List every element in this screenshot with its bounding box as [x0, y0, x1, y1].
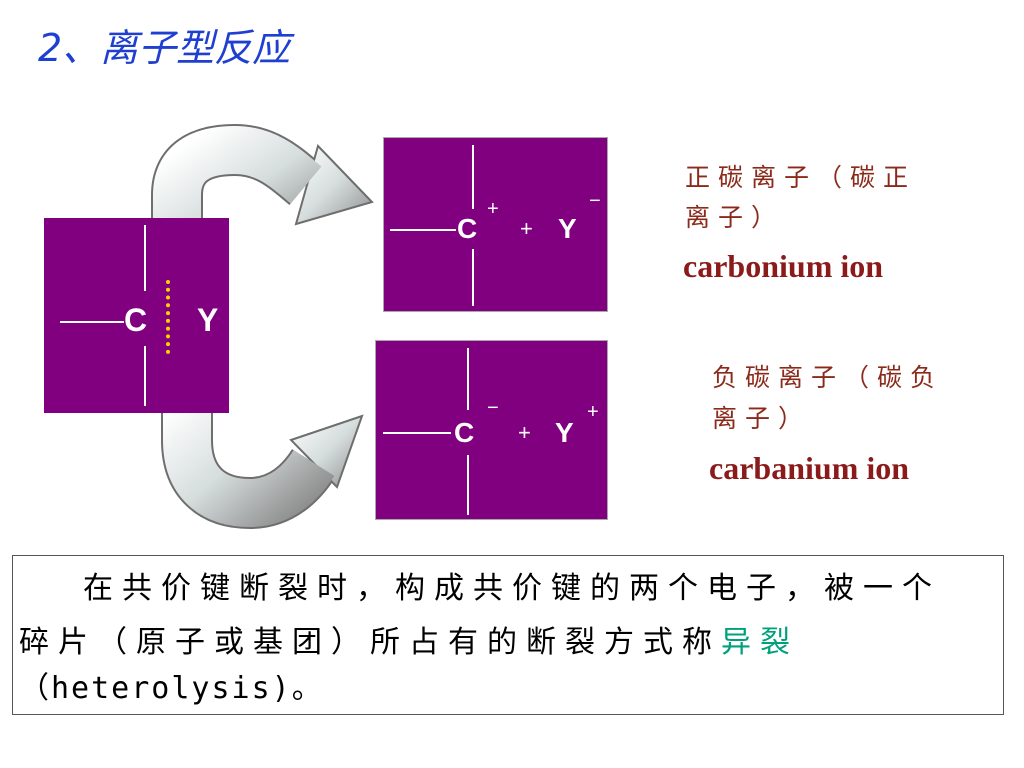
y-charge: +: [587, 401, 599, 423]
y-atom: Y: [555, 417, 574, 448]
definition-line-2-text: 碎片（原子或基团）所占有的断裂方式称: [19, 625, 721, 660]
carbon-atom: C: [457, 213, 478, 244]
bond-up: [144, 225, 146, 291]
carbocation-label-en: carbonium ion: [683, 248, 884, 284]
bond-up: [472, 145, 474, 209]
bond-left: [390, 229, 456, 231]
definition-line-1: 在共价键断裂时，构成共价键的两个电子，被一个: [83, 571, 941, 606]
bond-down: [472, 249, 474, 306]
y-charge: −: [589, 190, 601, 212]
carbon-charge: +: [487, 198, 499, 220]
bond-left: [383, 432, 451, 434]
top-curved-arrow: [151, 123, 374, 240]
bond-down: [467, 455, 469, 515]
cleavage-line: [166, 280, 170, 354]
bottom-curved-arrow: [161, 395, 364, 530]
bond-left: [60, 321, 124, 323]
carbocation-box: C + + Y −: [383, 137, 608, 312]
carbanion-label-zh-2: 离子）: [712, 404, 812, 433]
bond-up: [467, 348, 469, 410]
carbanion-label-en: carbanium ion: [709, 450, 910, 486]
carbocation-label-zh-2: 离子）: [685, 203, 785, 232]
carbocation-label-zh-1: 正碳离子（碳正: [685, 163, 917, 192]
carbanion-box: C − + Y +: [375, 340, 608, 520]
carbon-atom: C: [454, 417, 475, 448]
y-atom: Y: [197, 302, 219, 338]
plus-operator: +: [520, 216, 533, 241]
slide-title: 2、离子型反应: [38, 26, 291, 70]
carbon-charge: −: [487, 397, 499, 419]
definition-term: 异裂: [721, 625, 799, 660]
reactant-box: C Y: [44, 218, 229, 413]
carbon-atom: C: [124, 302, 148, 338]
bond-down: [144, 346, 146, 406]
definition-line-3: （heterolysis)。: [19, 671, 324, 706]
y-atom: Y: [558, 213, 577, 244]
plus-operator: +: [518, 420, 531, 445]
carbanion-label-zh-1: 负碳离子（碳负: [712, 363, 944, 392]
definition-line-2: 碎片（原子或基团）所占有的断裂方式称异裂: [19, 628, 799, 658]
definition-box: 在共价键断裂时，构成共价键的两个电子，被一个 碎片（原子或基团）所占有的断裂方式…: [12, 555, 1004, 715]
